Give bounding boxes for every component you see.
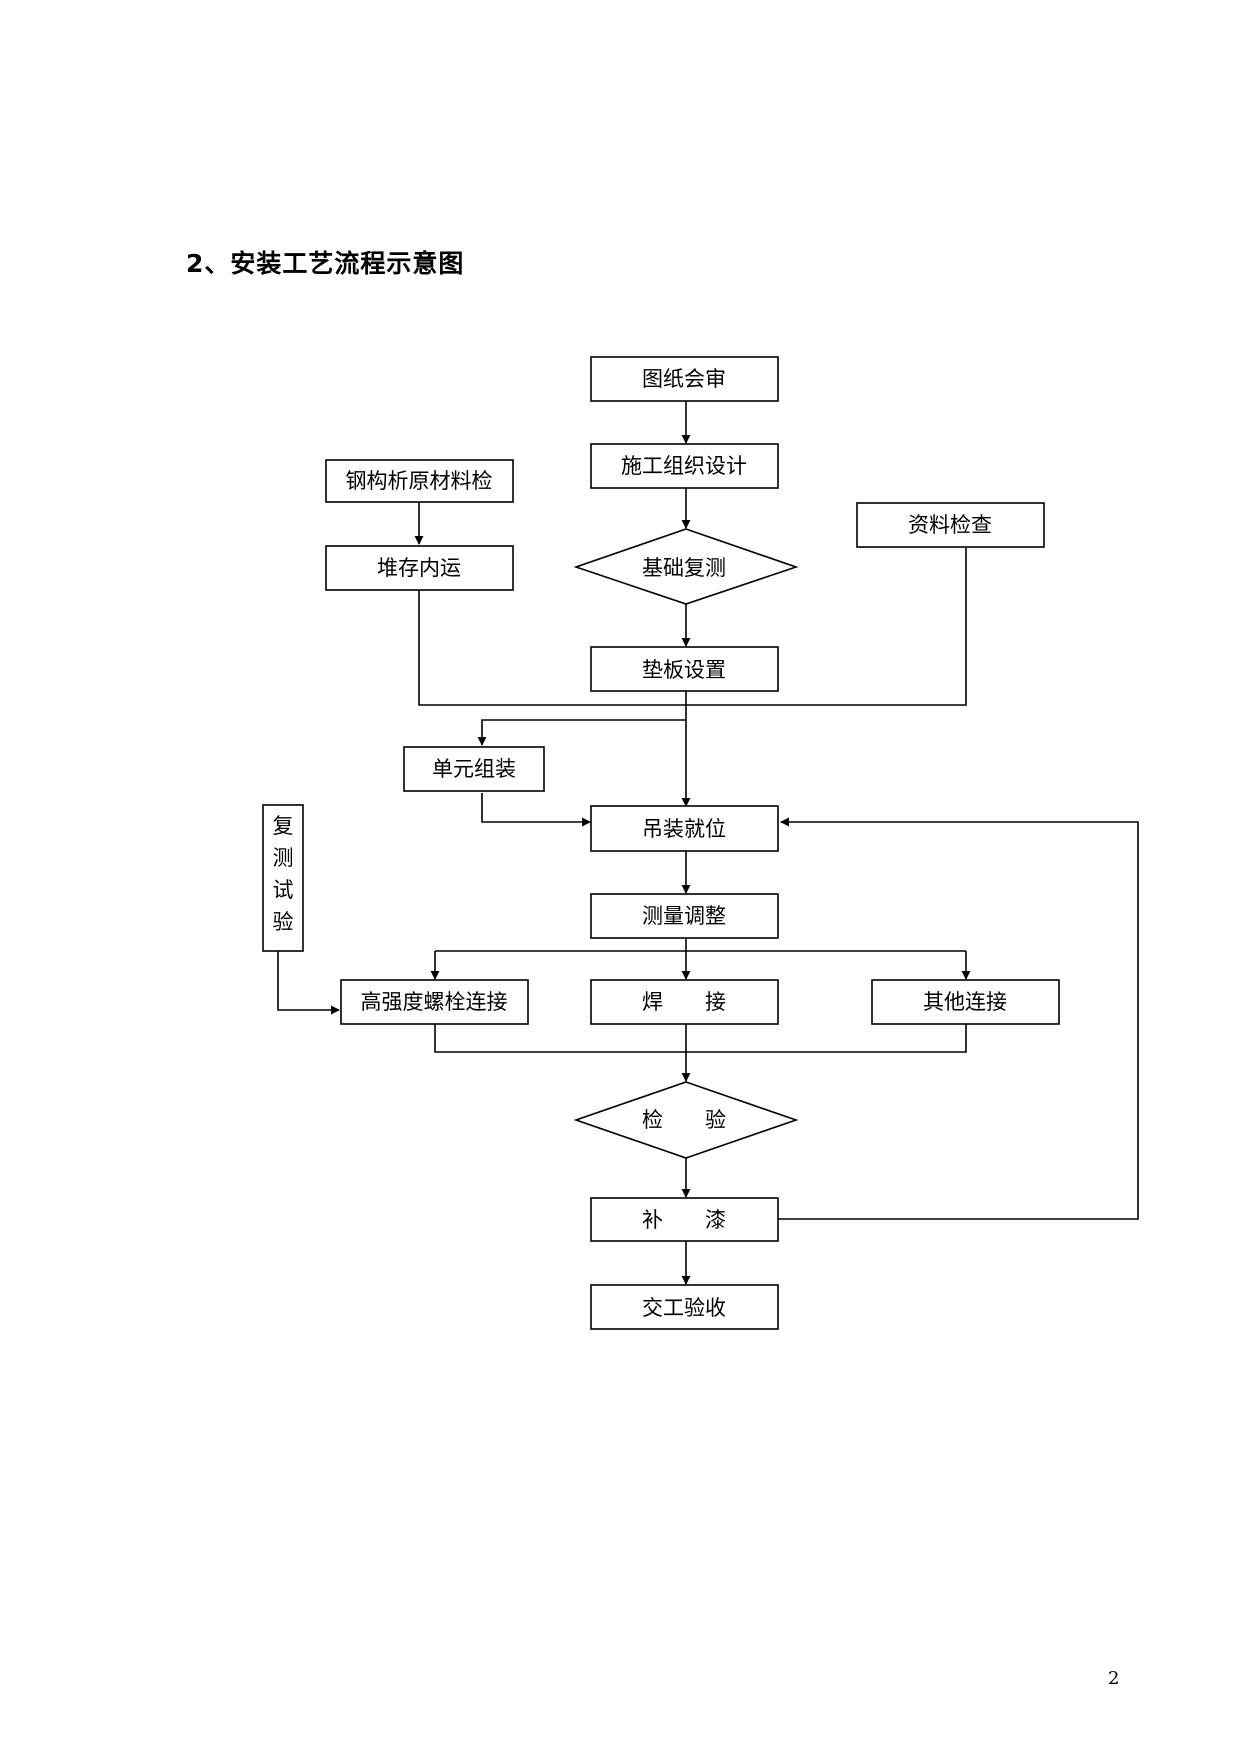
node-label: 基础复测 — [642, 556, 726, 580]
feedback-arrow-paint-to-lifting — [777, 817, 1139, 1220]
node-handover-acceptance: 交工验收 — [590, 1284, 779, 1330]
node-touch-up-paint: 补 漆 — [590, 1197, 779, 1242]
node-construction-design: 施工组织设计 — [590, 443, 779, 489]
arrow-to-unit-assembly — [477, 719, 686, 746]
node-material-inspection: 钢构析原材料检 — [325, 459, 514, 503]
node-label: 单元组装 — [432, 757, 516, 781]
node-label: 堆存内运 — [377, 556, 461, 580]
node-welding: 焊 接 — [590, 979, 779, 1025]
node-inspection: 检 验 — [573, 1081, 799, 1159]
node-document-check: 资料检查 — [856, 502, 1045, 548]
page-heading: 2、安装工艺流程示意图 — [186, 249, 465, 278]
node-label: 其他连接 — [923, 990, 1007, 1014]
merge-line-storage-docs — [418, 548, 967, 706]
node-label: 复测试验 — [272, 814, 294, 934]
node-label: 施工组织设计 — [621, 454, 747, 478]
connectors — [277, 401, 1139, 1285]
node-unit-assembly: 单元组装 — [403, 746, 545, 792]
node-measurement-adjustment: 测量调整 — [590, 893, 779, 939]
arrow-retest-to-bolt — [277, 951, 340, 1015]
node-label: 吊装就位 — [642, 817, 726, 841]
node-other-connection: 其他连接 — [871, 979, 1060, 1025]
node-label: 钢构析原材料检 — [346, 469, 493, 493]
node-drawing-review: 图纸会审 — [590, 356, 779, 402]
node-hs-bolt-connection: 高强度螺栓连接 — [340, 979, 529, 1025]
node-label: 补 漆 — [642, 1208, 726, 1232]
join-line — [434, 1024, 967, 1053]
node-retest-trial: 复测试验 — [262, 804, 304, 952]
node-foundation-resurvey: 基础复测 — [573, 528, 799, 605]
node-label: 资料检查 — [908, 513, 992, 537]
node-shim-setting: 垫板设置 — [590, 646, 779, 692]
arrow-unit-to-lifting — [481, 793, 591, 827]
node-label: 高强度螺栓连接 — [361, 990, 508, 1014]
node-label: 检 验 — [642, 1108, 726, 1132]
node-lifting-positioning: 吊装就位 — [590, 805, 779, 852]
node-storage-transport: 堆存内运 — [325, 545, 514, 591]
node-label: 交工验收 — [642, 1296, 726, 1320]
node-label: 焊 接 — [642, 990, 726, 1014]
node-label: 图纸会审 — [642, 367, 726, 391]
node-label: 垫板设置 — [642, 658, 726, 682]
page-number: 2 — [1108, 1668, 1120, 1689]
node-label: 测量调整 — [642, 904, 726, 928]
